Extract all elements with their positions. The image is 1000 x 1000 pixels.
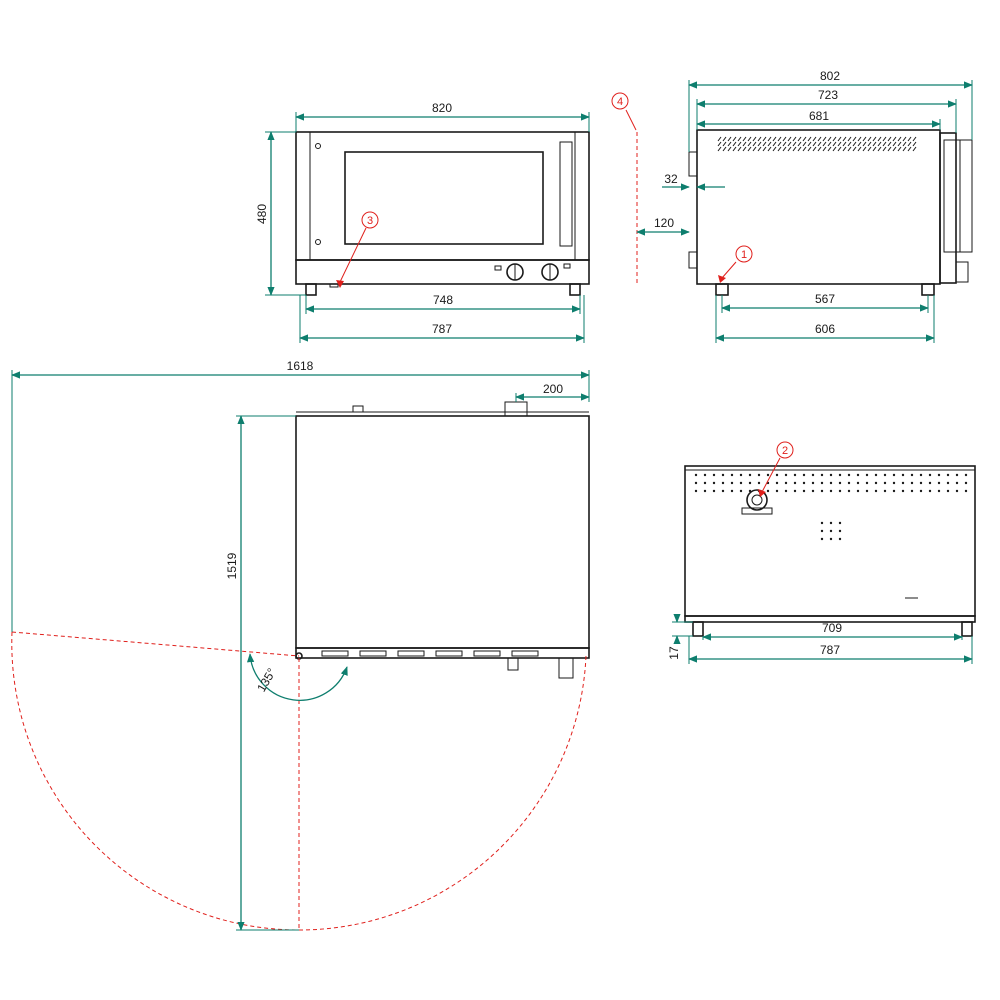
top-view: 135° 1618 200 1519 [11,359,590,931]
dim-front-height: 480 [255,204,269,224]
dim-side-overall: 802 [820,69,840,83]
callout-4 [611,92,629,110]
callout-2-label: 2 [782,445,788,457]
back-vent-holes [694,472,968,496]
dim-back-feet-outer: 787 [820,643,840,657]
dim-top-offset: 200 [543,382,563,396]
callout-1 [735,245,753,263]
top-view-door-handle-slots [321,650,539,657]
side-vent-slots [717,136,917,152]
dim-top-depth: 1519 [225,552,239,579]
dim-front-feet-inner: 748 [433,293,453,307]
dim-front-width: 820 [432,101,452,115]
dim-front-feet-outer: 787 [432,322,452,336]
dim-side-feet-inner: 567 [815,292,835,306]
dim-door-angle: 135° [254,666,279,695]
callout-4-label: 4 [617,96,623,108]
dim-side-feet-outer: 606 [815,322,835,336]
dim-side-body: 723 [818,88,838,102]
dim-side-offset-small: 32 [664,172,678,186]
callout-3-label: 3 [367,215,373,227]
back-view: 709 787 17 2 [667,441,976,664]
dim-back-feet-inner: 709 [822,621,842,635]
callout-1-label: 1 [741,249,747,261]
callout-3 [361,211,379,229]
wall-reference: 4 [611,92,638,285]
front-view: 820 480 748 787 3 [255,101,590,343]
dim-back-foot-height: 17 [667,646,681,660]
dim-side-offset-wall: 120 [654,216,674,230]
back-vent-grid [815,520,843,542]
dim-side-vent: 681 [809,109,829,123]
callout-2 [776,441,794,459]
side-view: 802 723 681 32 120 567 606 1 [636,69,973,343]
back-connector [746,489,768,511]
dim-top-total: 1618 [287,359,314,373]
